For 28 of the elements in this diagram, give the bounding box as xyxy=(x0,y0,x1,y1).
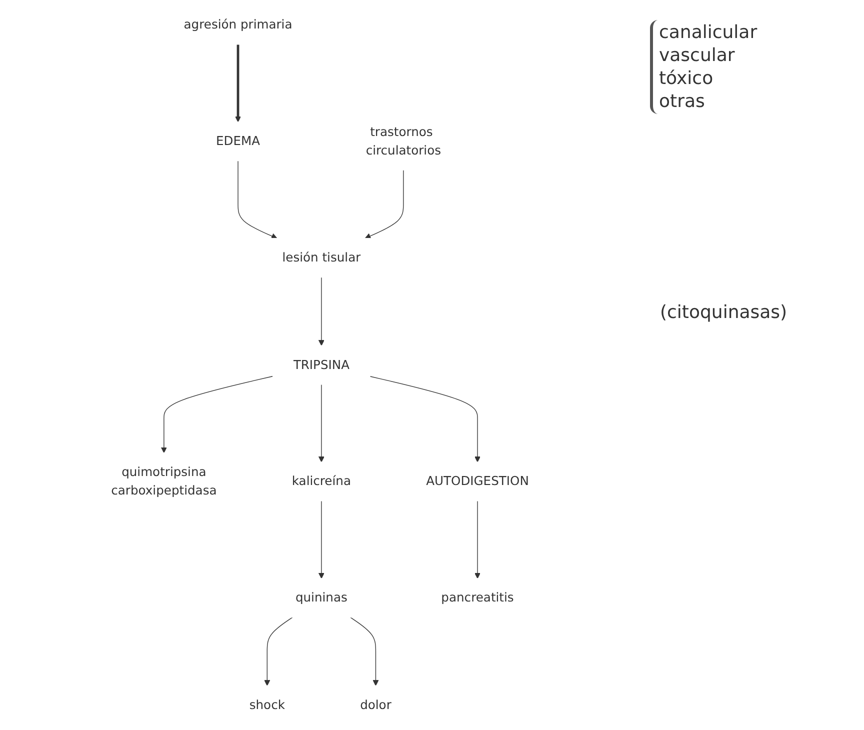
label-text: vascular xyxy=(659,45,735,66)
arrow xyxy=(235,44,242,122)
node-text: pancreatitis xyxy=(441,590,514,606)
node-text: agresión primaria xyxy=(184,18,292,32)
node-text: dolor xyxy=(360,698,392,712)
arrow xyxy=(264,616,293,686)
label-text: canalicular xyxy=(659,22,758,43)
node-text: EDEMA xyxy=(216,134,260,149)
label-text: tóxico xyxy=(659,68,714,89)
arrow xyxy=(160,376,274,454)
arrow xyxy=(238,160,278,239)
node-text: quininas xyxy=(295,590,348,606)
label-text: (citoquinasas) xyxy=(660,302,788,323)
node-text: AUTODIGESTION xyxy=(426,474,529,489)
arrow xyxy=(474,500,480,579)
node-text: shock xyxy=(249,698,285,712)
arrow xyxy=(318,384,324,462)
node-text: quimotripsina carboxipeptidasa xyxy=(111,465,217,498)
arrow xyxy=(318,276,324,346)
arrow xyxy=(370,376,480,462)
node-text: kalicreína xyxy=(292,474,351,489)
node-text: TRIPSINA xyxy=(293,358,350,372)
node-text: trastornos circulatorios xyxy=(366,124,442,158)
arrow xyxy=(318,500,324,579)
label-text: otras xyxy=(659,91,705,112)
arrow xyxy=(350,616,379,686)
node-text: lesión tisular xyxy=(282,250,361,265)
arrow xyxy=(364,170,404,239)
